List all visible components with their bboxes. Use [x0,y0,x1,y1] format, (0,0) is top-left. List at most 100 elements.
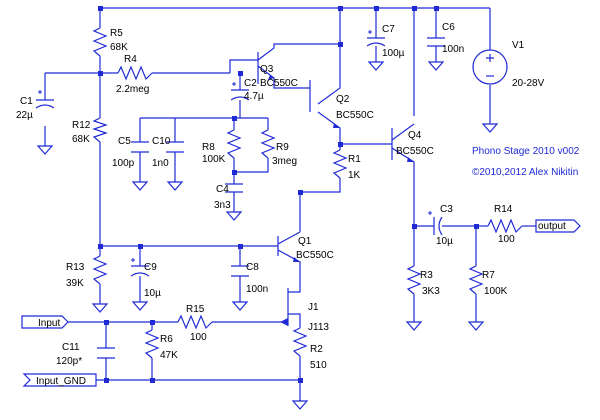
r6-symbol [144,329,160,359]
r12-symbol [92,117,108,143]
c5-ref: C5 [118,136,131,147]
port-output: output [535,219,581,233]
c8-value: 100n [246,284,268,295]
schematic-title: Phono Stage 2010 v002 [472,146,580,157]
r7-symbol [468,265,484,295]
r15-symbol [177,314,213,330]
r8-symbol [226,129,242,159]
port-input: Input [21,315,69,329]
schematic-copyright: ©2010,2012 Alex Nikitin [472,167,578,178]
c6-value: 100n [442,44,464,55]
c3-symbol [428,211,443,236]
r4-ref: R4 [124,54,137,65]
r14-ref: R14 [494,204,513,215]
r5-value: 68K [110,42,128,53]
c1-ref: C1 [20,96,33,107]
c7-symbol [366,30,386,47]
c6-symbol [427,37,445,47]
r5-symbol [92,27,108,57]
c2-symbol [230,82,250,101]
resistor-symbols [92,27,523,359]
c2-ref: C2 [244,78,257,89]
q2-value: BC550C [336,110,374,121]
c8-symbol [231,265,249,277]
r12-ref: R12 [72,120,91,131]
wires [44,7,536,395]
r1-symbol [332,149,348,179]
c1-symbol [35,90,55,109]
c10-symbol [166,141,184,153]
q2-ref: Q2 [336,94,350,105]
c4-value: 3n3 [214,200,231,211]
component-labels: R5 68K R4 2.2meg C1 22µ R12 68K Q3 BC550… [16,22,545,371]
v1-value: 20-28V [512,78,545,89]
c9-value: 10µ [144,288,161,299]
j1-value: J113 [308,322,329,333]
c4-ref: C4 [216,184,229,195]
c10-ref: C10 [152,136,171,147]
c7-value: 100µ [382,48,405,59]
c11-ref: C11 [62,342,80,353]
c5-symbol [131,141,149,153]
r4-value: 2.2meg [116,84,149,95]
c3-value: 10µ [436,236,453,247]
port-input-label: Input [38,318,60,329]
r1-ref: R1 [348,154,361,165]
r6-value: 47K [160,350,178,361]
port-input-gnd: Input_GND [22,373,97,387]
q2-arrow [333,123,340,128]
q1-value: BC550C [296,250,334,261]
c3-ref: C3 [440,204,453,215]
c9-ref: C9 [144,262,157,273]
r2-symbol [292,327,308,357]
j1-ref: J1 [308,302,319,313]
c1-value: 22µ [16,110,33,121]
c9-symbol [130,258,150,277]
r9-value: 3meg [272,156,297,167]
c7-ref: C7 [382,24,395,35]
r4-symbol [117,65,153,81]
j1-arrow [280,318,288,326]
junction-dots [98,6,479,383]
r13-value: 39K [66,278,84,289]
c4-symbol [225,183,243,193]
r3-symbol [406,265,422,295]
r9-symbol [260,129,276,159]
q1-ref: Q1 [298,236,312,247]
port-input-gnd-label: Input_GND [36,376,86,387]
transistor-symbols [268,75,414,326]
r8-ref: R8 [202,142,215,153]
c2-value: 4.7µ [244,91,264,102]
q4-value: BC550C [396,146,434,157]
r2-ref: R2 [310,344,323,355]
c11-value: 120p* [56,356,82,367]
q3-value: BC550C [260,78,298,89]
r8-value: 100K [202,154,226,165]
r5-ref: R5 [110,28,123,39]
r13-ref: R13 [66,262,85,273]
port-output-label: output [538,221,566,232]
r15-ref: R15 [186,304,205,315]
r2-value: 510 [310,360,327,371]
r3-value: 3K3 [422,286,440,297]
q4-arrow [407,157,414,162]
r7-value: 100K [484,286,508,297]
r7-ref: R7 [482,270,495,281]
v1-ref: V1 [512,40,525,51]
capacitor-symbols [35,30,445,359]
r6-ref: R6 [160,334,173,345]
c6-ref: C6 [442,22,455,33]
r12-value: 68K [72,134,90,145]
r1-value: 1K [348,170,361,181]
q4-ref: Q4 [408,130,422,141]
r15-value: 100 [190,332,207,343]
ground-symbols [37,55,498,410]
r14-symbol [487,218,523,234]
v1-source-symbol [472,49,508,85]
c11-symbol [97,347,115,359]
r3-ref: R3 [420,270,433,281]
q3-arrow [268,75,274,80]
c10-value: 1n0 [152,158,169,169]
c8-ref: C8 [246,262,259,273]
